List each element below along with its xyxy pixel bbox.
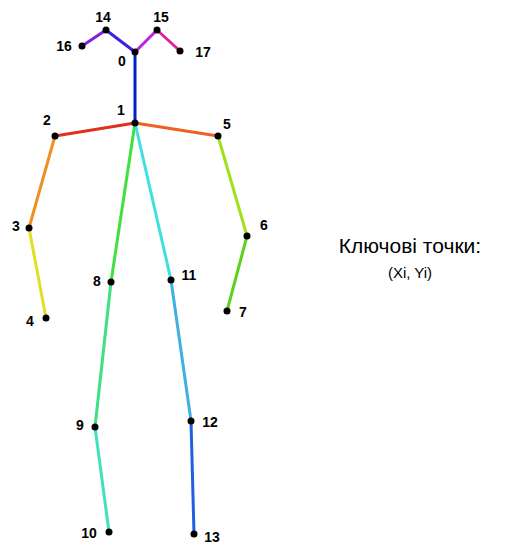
limb: [135, 123, 218, 136]
coordinate-label: (Xi, Yi): [388, 265, 432, 280]
limb: [55, 123, 135, 136]
callout-number: 2: [43, 113, 51, 127]
callout-number: 1: [117, 103, 125, 117]
callout-number: 15: [153, 10, 169, 24]
callout-number: 17: [195, 45, 211, 59]
limb: [157, 30, 180, 51]
keypoint-dot: [244, 233, 251, 240]
keypoint-dot: [168, 277, 175, 284]
callout-number: 6: [260, 218, 268, 232]
callout-number: 12: [202, 415, 218, 429]
callout-number: 4: [26, 314, 34, 328]
keypoint-dot: [106, 529, 113, 536]
callout-number: 7: [239, 305, 247, 319]
limb: [95, 282, 111, 427]
keypoint-dot: [43, 315, 50, 322]
keypoint-dot: [108, 279, 115, 286]
limb: [135, 123, 171, 280]
keypoint-dot: [132, 49, 139, 56]
callout-number: 14: [95, 10, 111, 24]
callout-number: 16: [56, 39, 72, 53]
callout-number: 5: [223, 117, 231, 131]
callout-number: 10: [81, 526, 97, 540]
limb: [171, 280, 191, 421]
callout-number: 8: [93, 274, 101, 288]
keypoint-dot: [79, 43, 86, 50]
limb: [29, 136, 55, 228]
keypoint-dot: [52, 133, 59, 140]
keypoint-dot: [191, 531, 198, 538]
limb: [95, 427, 109, 532]
keypoint-dot: [154, 27, 161, 34]
keypoint-dot: [26, 225, 33, 232]
callout-number: 3: [12, 219, 20, 233]
keypoint-dot: [188, 418, 195, 425]
callout-number: 11: [182, 268, 197, 282]
callout-number: 0: [118, 54, 126, 68]
limb: [134, 52, 137, 123]
keypoint-dot: [132, 120, 139, 127]
limb: [191, 421, 194, 534]
keypoint-dot: [92, 424, 99, 431]
keypoint-dot: [215, 133, 222, 140]
limb: [106, 30, 135, 52]
keypoint-dot: [224, 308, 231, 315]
keypoint-dot: [177, 48, 184, 55]
callout-number: 9: [76, 418, 84, 432]
keypoint-dot: [103, 27, 110, 34]
limb: [29, 228, 46, 318]
heading-label: Ключові точки:: [339, 235, 481, 256]
limb: [218, 136, 247, 236]
callout-number: 13: [204, 530, 220, 544]
limb: [227, 236, 247, 311]
limb: [82, 30, 106, 46]
limb: [111, 123, 135, 282]
limb: [135, 30, 157, 52]
